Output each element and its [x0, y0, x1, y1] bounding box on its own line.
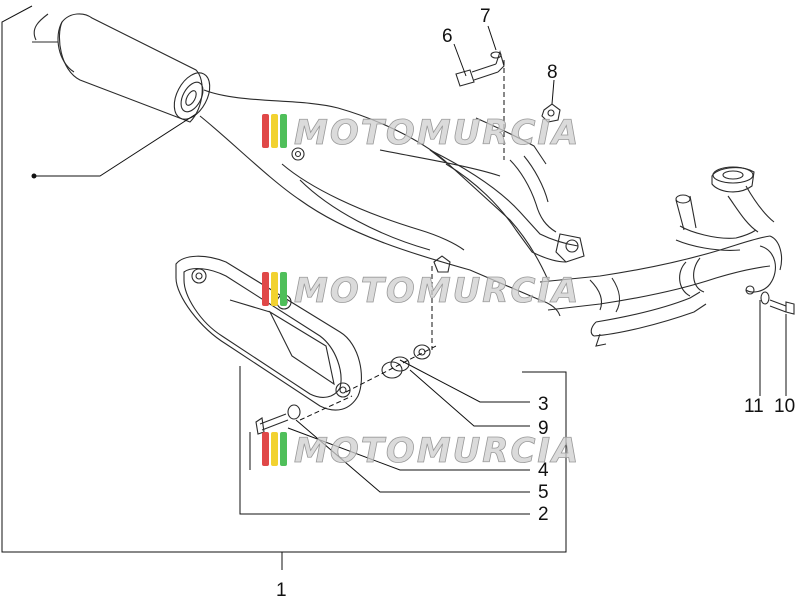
watermark-text: MOTOMURCIA [294, 431, 580, 471]
header-pipe [539, 166, 783, 347]
silencer [32, 13, 211, 123]
callout-8: 8 [547, 62, 558, 83]
callout-9: 9 [538, 418, 549, 439]
callouts: 1 2 3 4 5 6 7 8 9 10 11 [276, 6, 795, 600]
watermark-bar [280, 432, 287, 466]
watermark: MOTOMURCIA [262, 431, 580, 471]
callout-2: 2 [538, 504, 549, 525]
callout-7: 7 [480, 6, 491, 27]
callout-11: 11 [744, 396, 764, 417]
watermark: MOTOMURCIA [262, 271, 580, 311]
callout-4: 4 [538, 460, 549, 481]
watermark-bar [271, 114, 278, 148]
watermark-bar [271, 272, 278, 306]
assembly-brackets [1, 5, 567, 570]
watermark-bar [262, 114, 269, 148]
watermark-text: MOTOMURCIA [294, 271, 580, 311]
callout-1: 1 [276, 580, 287, 600]
watermarks: MOTOMURCIA MOTOMURCIA MOTOMURCIA [262, 113, 580, 471]
hardware [255, 50, 795, 435]
leader-lines [31, 25, 787, 493]
watermark: MOTOMURCIA [262, 113, 580, 153]
watermark-bar [262, 272, 269, 306]
callout-3: 3 [538, 394, 549, 415]
exhaust-body [199, 89, 561, 317]
leader-dot [31, 173, 37, 179]
assembly-axes [299, 60, 505, 421]
watermark-bar [280, 272, 287, 306]
watermark-text: MOTOMURCIA [294, 113, 580, 153]
mounting-bracket [429, 117, 585, 263]
watermark-bar [271, 432, 278, 466]
watermark-bar [280, 114, 287, 148]
callout-10: 10 [774, 396, 795, 417]
callout-6: 6 [442, 26, 453, 47]
watermark-bar [262, 432, 269, 466]
heat-protection-plate [175, 255, 362, 411]
callout-5: 5 [538, 482, 549, 503]
